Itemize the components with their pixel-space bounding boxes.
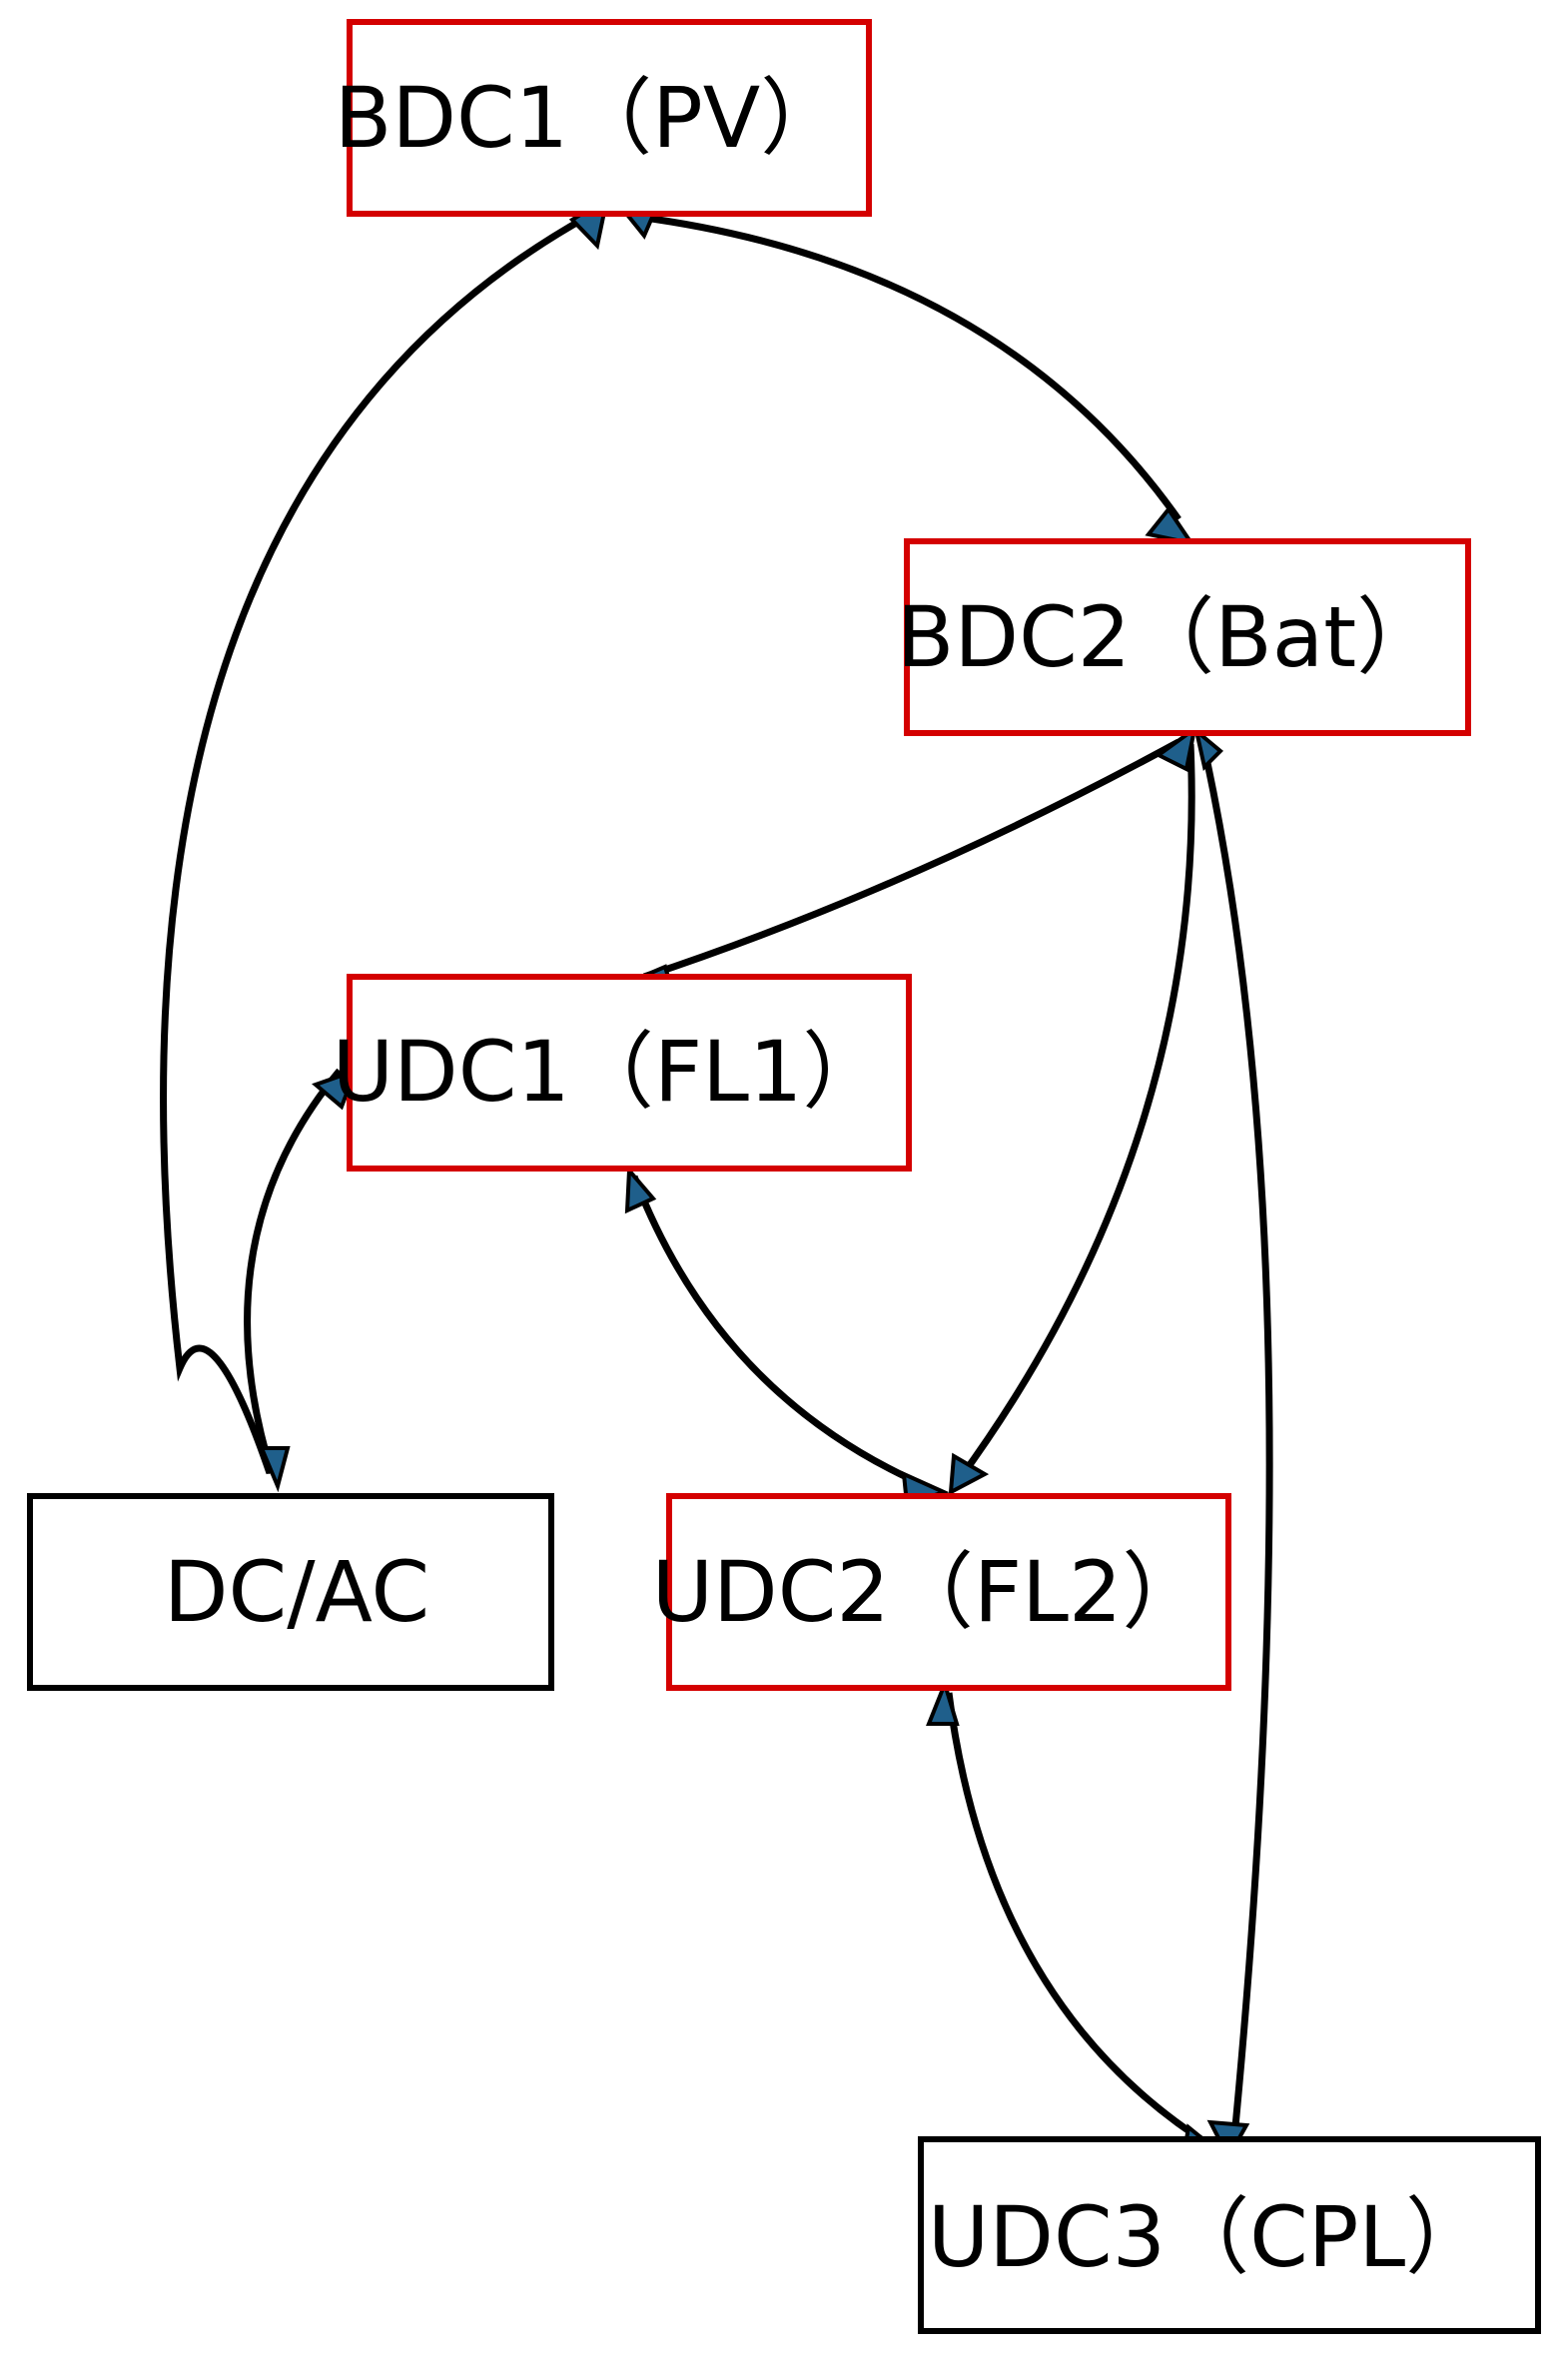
node-dcac: DC/AC — [27, 1493, 554, 1691]
edge-udc2-udc3 — [945, 1692, 1215, 2150]
edge-bdc2-udc3 — [1199, 743, 1273, 2148]
arrowhead-udc2-top-right — [948, 1452, 990, 1496]
arrowhead-dcac-top — [258, 1446, 291, 1493]
arrowhead-udc1-bottom — [624, 1165, 657, 1214]
node-bdc1-label: BDC1（PV） — [335, 69, 845, 167]
node-udc3-label: UDC3（CPL） — [928, 2188, 1489, 2286]
node-dcac-box — [27, 1493, 554, 1691]
node-udc1-box — [347, 974, 912, 1172]
arrowhead-udc2-bottom — [926, 1677, 960, 1726]
node-bdc1: BDC1（PV） — [335, 19, 872, 217]
edge-udc1-udc2 — [630, 1175, 933, 1492]
node-bdc2-label: BDC2（Bat） — [897, 588, 1440, 686]
node-bdc2: BDC2（Bat） — [897, 538, 1471, 736]
node-udc2-label: UDC2（FL2） — [652, 1543, 1206, 1641]
edges — [160, 213, 1273, 2150]
node-bdc2-box — [904, 538, 1471, 736]
edge-bdc1-dcac — [160, 213, 589, 1475]
node-dcac-label: DC/AC — [164, 1543, 429, 1641]
node-udc3: UDC3（CPL） — [918, 2136, 1541, 2334]
node-udc2-box — [666, 1493, 1231, 1691]
edge-bdc2-udc1 — [642, 738, 1180, 981]
edge-bdc1-bdc2 — [636, 213, 1181, 522]
arrowhead-bdc2-bottom — [1155, 724, 1197, 772]
arrowhead-bdc2-bottom-right — [1192, 725, 1223, 771]
edge-udc1-dcac — [244, 1068, 343, 1475]
node-bdc1-box — [347, 19, 872, 217]
nodes: BDC1（PV） BDC2（Bat） UDC1（FL1） DC/AC UDC2（… — [27, 19, 1541, 2334]
node-udc1: UDC1（FL1） — [333, 974, 912, 1172]
arrowhead-bdc2-top — [1145, 505, 1196, 546]
node-udc2: UDC2（FL2） — [652, 1493, 1231, 1691]
arrowheads — [258, 193, 1250, 2162]
edge-bdc2-udc2 — [956, 743, 1195, 1483]
node-udc3-box — [918, 2136, 1541, 2334]
node-udc1-label: UDC1（FL1） — [333, 1023, 887, 1121]
